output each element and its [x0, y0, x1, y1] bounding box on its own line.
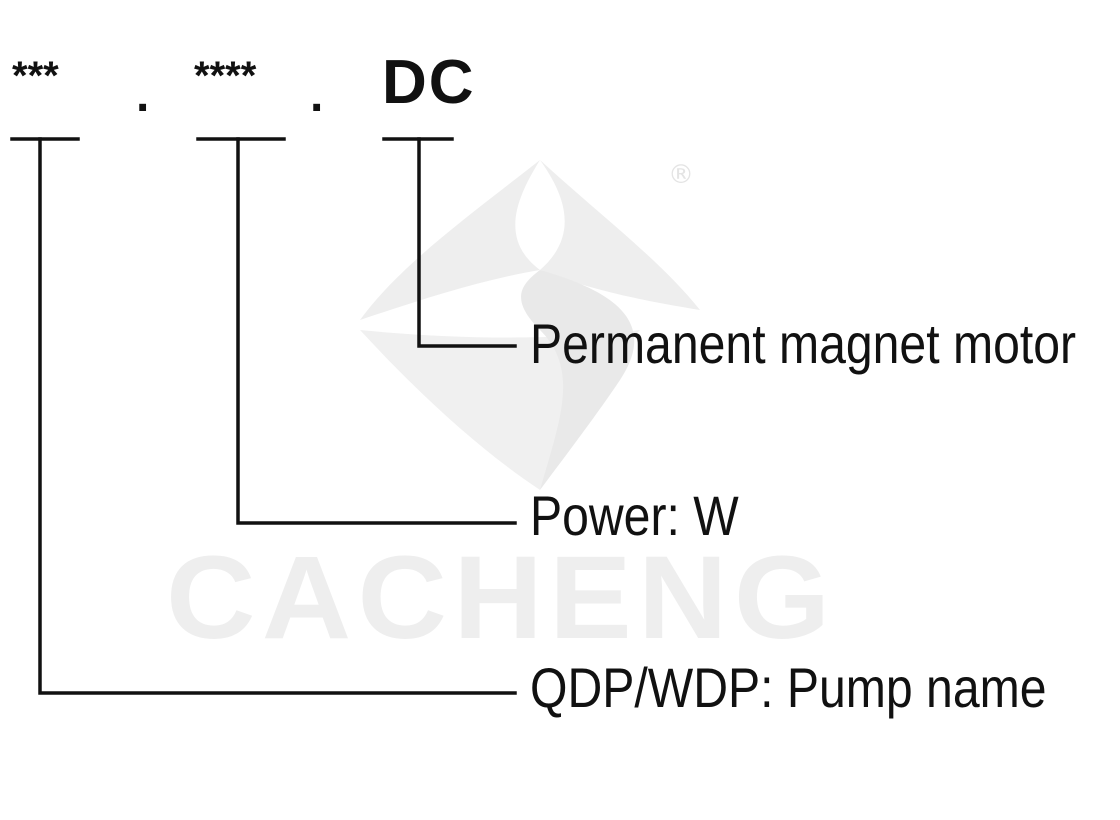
watermark-brand-text: CACHENG: [166, 532, 837, 664]
label-power: Power: W: [530, 484, 739, 547]
code-segment-power: ****: [194, 54, 257, 98]
connector-pump-name: [38, 137, 517, 695]
code-separator-1: .: [136, 69, 150, 122]
watermark-logo-blade-right: [540, 160, 700, 310]
connector-motor: [417, 137, 517, 348]
connector-power: [236, 137, 517, 525]
code-separator-2: .: [310, 69, 324, 122]
code-segment-pump-name: ***: [12, 54, 59, 98]
watermark-logo-blade-left: [360, 160, 540, 320]
watermark-logo-swirl: [521, 270, 635, 490]
label-pump-name: QDP/WDP: Pump name: [530, 656, 1047, 719]
code-segment-motor-type: DC: [382, 48, 476, 117]
watermark-registered-mark: ®: [668, 160, 694, 190]
label-permanent-magnet-motor: Permanent magnet motor: [530, 312, 1077, 375]
